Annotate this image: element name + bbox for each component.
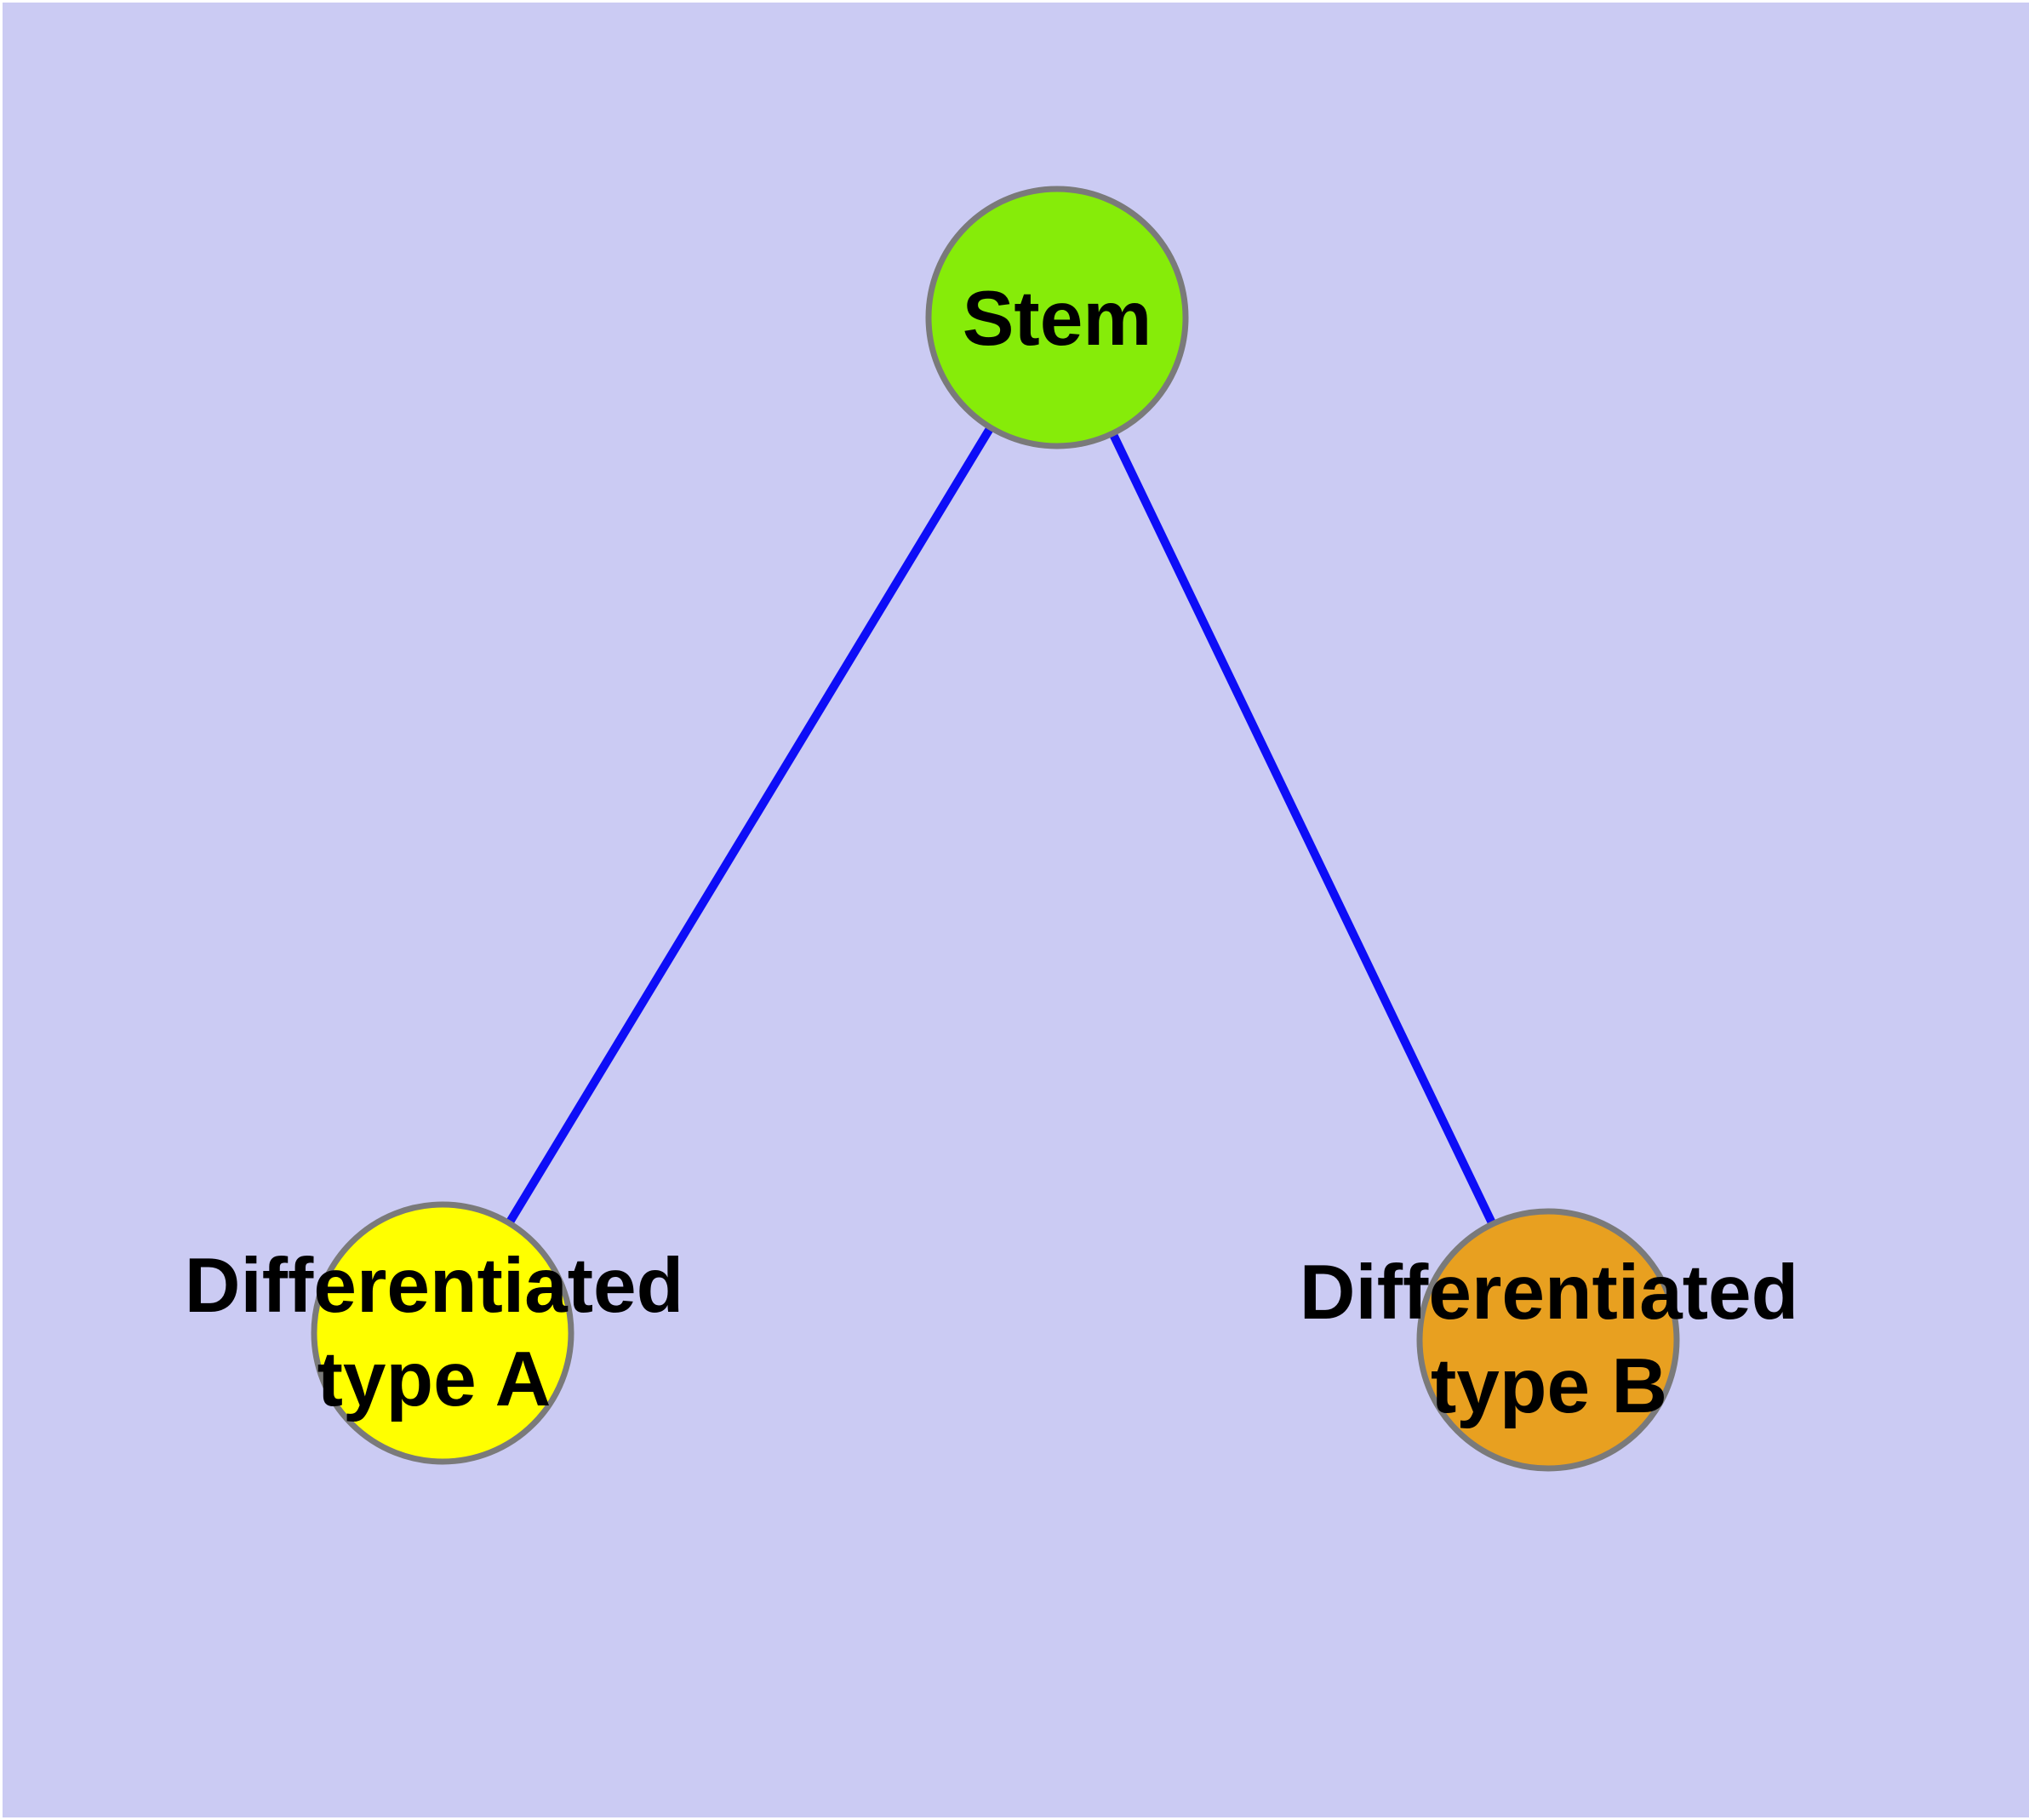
node-differentiated-type-a-circle	[311, 1201, 574, 1465]
node-differentiated-type-b-circle	[1416, 1208, 1680, 1472]
edge-stem-to-type-b	[1053, 315, 1552, 1342]
node-stem-circle	[925, 186, 1189, 449]
edge-stem-to-type-a	[438, 315, 1061, 1336]
